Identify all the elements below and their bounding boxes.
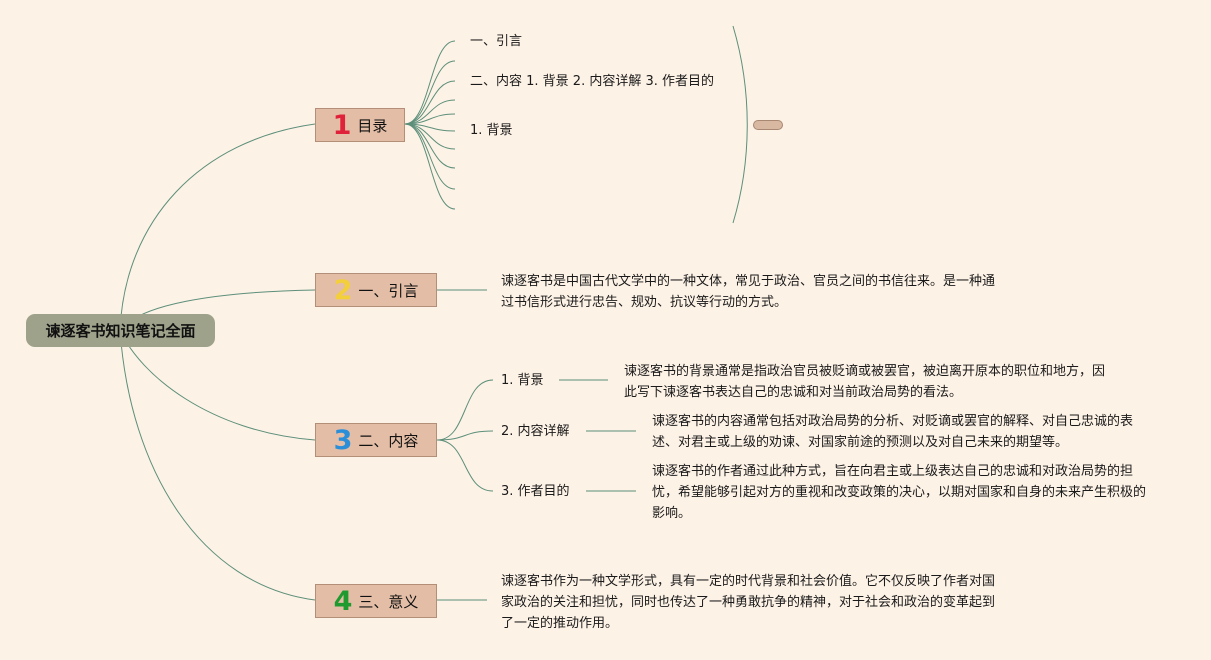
- connector-toc-1: [404, 40, 456, 125]
- connector-root-topic-1: [119, 123, 316, 331]
- topic-label-2: 一、引言: [358, 281, 419, 300]
- detail-text: 谏逐客书的内容通常包括对政治局势的分析、对贬谪或罢官的解释、对自己忠诚的表述、对…: [652, 414, 1134, 450]
- collapse-toggle[interactable]: [753, 120, 783, 130]
- connector-toc-4: [404, 99, 456, 125]
- topic-label-1: 目录: [357, 116, 388, 135]
- connector-toc-2: [404, 60, 456, 125]
- toc-item-intro[interactable]: 一、引言: [470, 34, 523, 49]
- root-title: 谏逐客书知识笔记全面: [45, 322, 196, 340]
- intro-text: 谏逐客书是中国古代文学中的一种文体，常见于政治、官员之间的书信往来。是一种通过书…: [501, 274, 996, 310]
- connector-toc-8: [404, 123, 456, 169]
- connector-toc-10: [404, 123, 456, 210]
- connector-toc-9: [404, 123, 456, 190]
- topic-toc[interactable]: 1 目录: [315, 108, 405, 142]
- topic-number-3: 3: [333, 424, 353, 456]
- subtopic-background[interactable]: 1. 背景: [501, 373, 544, 388]
- connector-sub-3: [436, 439, 494, 492]
- topic-meaning[interactable]: 4 三、意义: [315, 584, 437, 618]
- connector-toc-brace: [732, 25, 748, 224]
- topic-intro[interactable]: 2 一、引言: [315, 273, 437, 307]
- topic-number-2: 2: [333, 274, 353, 306]
- connector-root-topic-4: [119, 329, 316, 601]
- topic-label-4: 三、意义: [358, 592, 419, 611]
- subtopic-purpose[interactable]: 3. 作者目的: [501, 484, 570, 499]
- subtopic-detail[interactable]: 2. 内容详解: [501, 424, 570, 439]
- connector-root-topic-3: [119, 329, 316, 441]
- topic-label-3: 二、内容: [358, 431, 419, 450]
- toc-item-content[interactable]: 二、内容 1. 背景 2. 内容详解 3. 作者目的: [470, 74, 715, 89]
- connector-sub-2: [436, 430, 494, 441]
- toc-item-background[interactable]: 1. 背景: [470, 123, 513, 138]
- purpose-text: 谏逐客书的作者通过此种方式，旨在向君主或上级表达自己的忠诚和对政治局势的担忧，希…: [652, 464, 1147, 521]
- connector-toc-3: [404, 80, 456, 125]
- connector-sub-1: [436, 379, 494, 441]
- topic-number-4: 4: [333, 585, 353, 617]
- topic-content[interactable]: 3 二、内容: [315, 423, 437, 457]
- topic-number-1: 1: [332, 109, 352, 141]
- meaning-text: 谏逐客书作为一种文学形式，具有一定的时代背景和社会价值。它不仅反映了作者对国家政…: [501, 574, 996, 631]
- root-node[interactable]: 谏逐客书知识笔记全面: [26, 314, 215, 347]
- background-text: 谏逐客书的背景通常是指政治官员被贬谪或被罢官，被迫离开原本的职位和地方，因此写下…: [624, 364, 1106, 400]
